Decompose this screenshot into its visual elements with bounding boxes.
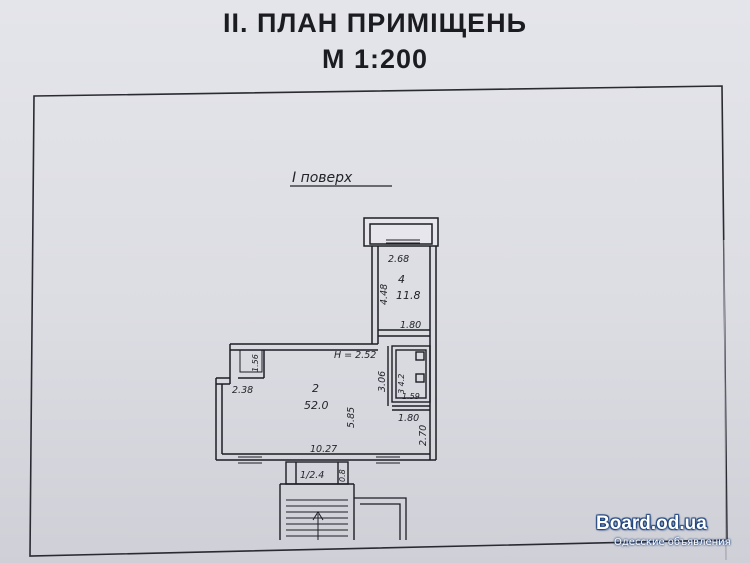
room-4-number: 4 [398,273,405,286]
ceiling-height: H = 2.52 [334,350,376,361]
dim-corridor-width: 1.80 [400,320,421,331]
bottom-windows [238,456,400,464]
fold-line [723,239,727,561]
plan-title: II. ПЛАН ПРИМІЩЕНЬ [222,8,528,38]
dim-top-width: 2.68 [388,254,409,265]
watermark-site: Board.od.ua [596,513,707,534]
room-3-walls [387,345,431,411]
room-4-area: 11.8 [396,289,421,302]
dim-left-small: 1.56 [251,354,260,372]
entrance-room-1 [279,461,355,540]
dim-wc-width: 1.59 [402,392,420,401]
dim-bottom-width: 10.27 [310,444,337,455]
room-2-walls [215,343,436,461]
room-4-window [386,239,420,244]
room-2-area: 52.0 [304,399,329,412]
dim-room2-height: 5.85 [346,407,357,428]
left-niche [239,349,263,373]
room-4-walls [363,217,439,460]
dim-left-width: 2.38 [232,385,253,396]
floor-label: I поверх [292,170,353,186]
dim-wc-height: 3.06 [377,371,388,392]
dim-room4-height: 4.48 [379,284,390,305]
dim-lower-right-height: 2.70 [418,425,429,446]
watermark-tagline: Одесские объявления [614,537,731,548]
room-3-label: 3 4.2 [397,374,406,394]
room-2-number: 2 [312,382,319,395]
dim-lower-right-width: 1.80 [398,413,419,424]
adjoining-walls [354,497,407,540]
room-1-label: 1/2.4 [300,470,324,481]
sheet-frame [29,85,728,557]
dim-entrance-depth: 0.8 [338,469,347,482]
plan-scale: М 1:200 [321,44,429,74]
entrance-stairs [286,499,348,540]
